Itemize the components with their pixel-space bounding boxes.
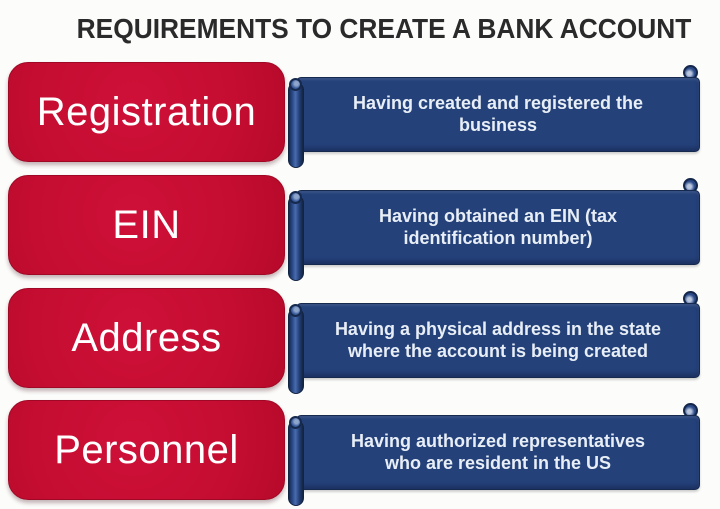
requirement-label: EIN xyxy=(112,202,181,247)
scroll-banner-body: Having a physical address in the state w… xyxy=(296,303,700,378)
description-line: Having authorized representatives xyxy=(350,430,646,451)
requirement-label-box: Personnel xyxy=(8,400,285,500)
requirement-description: Having authorized representatives who ar… xyxy=(297,431,699,475)
description-line: Having obtained an EIN (tax xyxy=(378,205,618,226)
scroll-tube-icon xyxy=(288,420,304,506)
description-line: where the account is being created xyxy=(347,340,649,361)
description-line: identification number) xyxy=(403,227,593,248)
description-line: Having a physical address in the state xyxy=(334,318,662,339)
requirement-row-address: Address Having a physical address in the… xyxy=(8,288,712,394)
scroll-banner-body: Having created and registered the busine… xyxy=(296,77,700,152)
requirement-banner: Having obtained an EIN (tax identificati… xyxy=(288,175,712,281)
requirement-banner: Having created and registered the busine… xyxy=(288,62,712,168)
requirement-row-ein: EIN Having obtained an EIN (tax identifi… xyxy=(8,175,712,281)
requirement-banner: Having a physical address in the state w… xyxy=(288,288,712,394)
scroll-tube-curl-icon xyxy=(289,304,302,317)
requirement-label: Address xyxy=(71,315,222,360)
requirement-row-personnel: Personnel Having authorized representati… xyxy=(8,400,712,506)
description-line: who are resident in the US xyxy=(384,452,612,473)
requirement-label: Personnel xyxy=(54,427,239,472)
requirement-description: Having obtained an EIN (tax identificati… xyxy=(297,206,699,250)
requirement-label-box: Address xyxy=(8,288,285,388)
page-title: REQUIREMENTS TO CREATE A BANK ACCOUNT xyxy=(76,13,692,44)
description-line: business xyxy=(458,114,538,135)
scroll-tube-curl-icon xyxy=(289,416,302,429)
scroll-banner-body: Having authorized representatives who ar… xyxy=(296,415,700,490)
requirement-description: Having a physical address in the state w… xyxy=(297,319,699,363)
requirement-label-box: Registration xyxy=(8,62,285,162)
scroll-tube-icon xyxy=(288,308,304,394)
requirement-row-registration: Registration Having created and register… xyxy=(8,62,712,168)
scroll-tube-curl-icon xyxy=(289,78,302,91)
scroll-banner-body: Having obtained an EIN (tax identificati… xyxy=(296,190,700,265)
scroll-tube-icon xyxy=(288,82,304,168)
requirement-banner: Having authorized representatives who ar… xyxy=(288,400,712,506)
requirement-description: Having created and registered the busine… xyxy=(297,93,699,137)
requirement-label-box: EIN xyxy=(8,175,285,275)
description-line: Having created and registered the xyxy=(352,92,644,113)
scroll-tube-icon xyxy=(288,195,304,281)
requirement-label: Registration xyxy=(36,89,257,134)
scroll-tube-curl-icon xyxy=(289,191,302,204)
